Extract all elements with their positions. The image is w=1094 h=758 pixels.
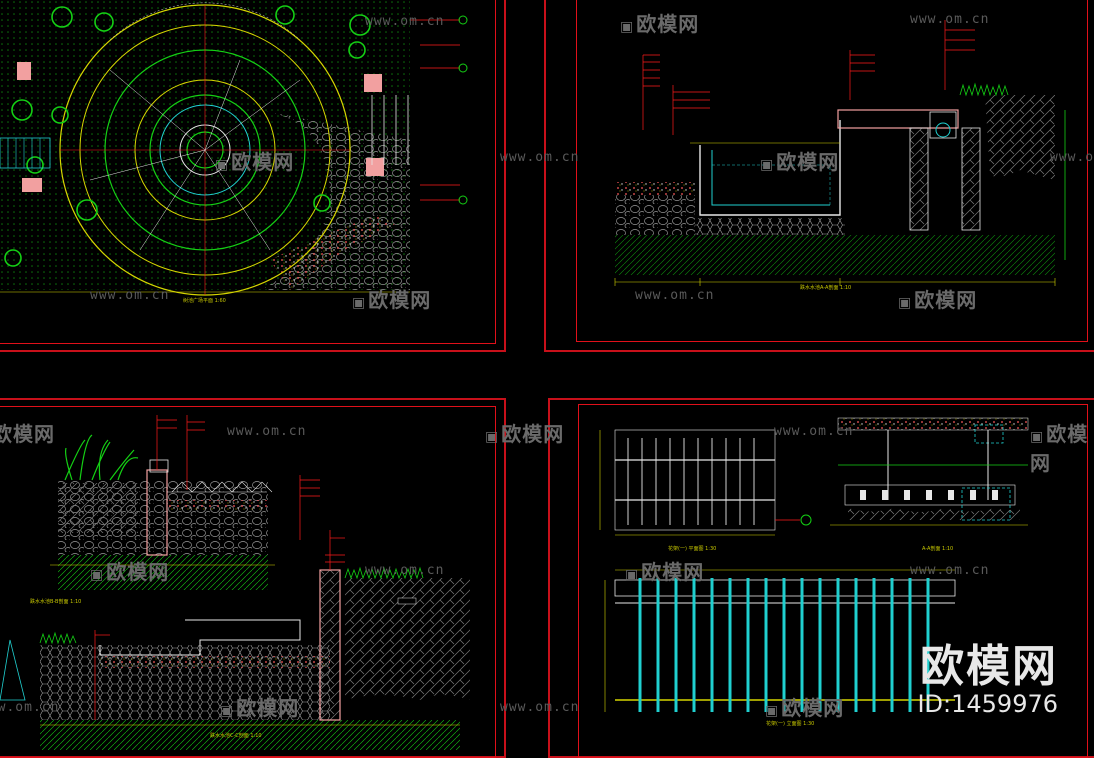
sheet-frame-top-left — [0, 0, 506, 352]
caption-pergola-detail: A-A剖面 1:10 — [922, 546, 954, 552]
watermark-url: www.om.cn — [1050, 150, 1094, 165]
watermark-url: www.om.cn — [500, 150, 580, 165]
caption-pergola-elevation: 花架(一) 立面图 1:30 — [766, 721, 815, 727]
pergola-detail-drawing — [830, 417, 1029, 526]
watermark-logo: ▣欧模网 — [760, 150, 840, 174]
watermark-logo: ▣欧模网 — [765, 696, 845, 720]
sofa-icon: ▣ — [625, 567, 640, 583]
sheet-border-top-left — [0, 0, 496, 344]
sofa-icon: ▣ — [220, 703, 235, 719]
watermark-logo: ▣欧模网 — [620, 12, 700, 36]
sofa-icon: ▣ — [1030, 429, 1045, 445]
sheet-frame-top-right — [544, 0, 1094, 352]
watermark-url: www.om.cn — [774, 424, 854, 439]
sheet-border-top-right — [576, 0, 1088, 342]
caption-section-c: 跌水水池C-C剖面 1:10 — [210, 733, 262, 739]
caption-section-a: 跌水水池A-A剖面 1:10 — [800, 285, 852, 291]
watermark-logo: ▣欧模网 — [215, 150, 295, 174]
watermark-logo: ▣欧模网 — [1030, 422, 1089, 475]
watermark-logo: ▣欧模网 — [485, 422, 565, 446]
watermark-url: www.om.cn — [227, 424, 307, 439]
plaza-plan-drawing — [0, 0, 468, 296]
water-section-b-drawing — [50, 415, 320, 590]
sofa-icon: ▣ — [352, 295, 367, 311]
sofa-icon: ▣ — [760, 157, 775, 173]
sofa-icon: ▣ — [765, 703, 780, 719]
brand-logo: 欧模网 — [920, 641, 1058, 692]
watermark-url: www.om.cn — [910, 12, 990, 27]
water-section-c-drawing — [0, 530, 470, 750]
water-section-a-drawing — [614, 20, 1066, 286]
sofa-icon: ▣ — [620, 19, 635, 35]
watermark-logo: 欧模网 — [0, 422, 55, 446]
watermark-url: www.om.cn — [500, 700, 580, 715]
sofa-icon: ▣ — [215, 157, 230, 173]
pergola-elevation-drawing — [604, 569, 956, 712]
watermark-logo: ▣欧模网 — [352, 288, 432, 312]
watermark-logo: ▣欧模网 — [625, 560, 705, 584]
watermark-logo: ▣欧模网 — [898, 288, 978, 312]
caption-section-b: 跌水水池B-B剖面 1:10 — [30, 599, 82, 605]
caption-pergola-plan: 花架(一) 平面图 1:30 — [668, 546, 717, 552]
watermark-url: www.om.cn — [365, 14, 445, 29]
pergola-plan-drawing — [599, 429, 812, 536]
watermark-url: www.om.cn — [0, 700, 60, 715]
watermark-url: www.om.cn — [90, 288, 170, 303]
watermark-logo: ▣欧模网 — [90, 560, 170, 584]
watermark-url: www.om.cn — [635, 288, 715, 303]
asset-id: ID:1459976 — [917, 690, 1058, 718]
sofa-icon: ▣ — [898, 295, 913, 311]
caption-plaza-plan: 树池广场平面 1:60 — [183, 298, 226, 304]
watermark-url: www.om.cn — [365, 563, 445, 578]
sofa-icon: ▣ — [485, 429, 500, 445]
watermark-logo: ▣欧模网 — [220, 696, 300, 720]
watermark-url: www.om.cn — [910, 563, 990, 578]
sofa-icon: ▣ — [90, 567, 105, 583]
